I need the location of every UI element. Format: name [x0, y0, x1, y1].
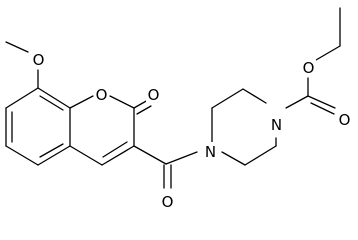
atom-piperazine-n-left: N — [203, 142, 218, 161]
bond-carbamate-c-o-double-a — [307, 95, 336, 109]
svg-text:O: O — [148, 86, 160, 104]
bond-c7-c8 — [5, 87, 39, 109]
bond-n1-carbamate-c — [285, 95, 309, 109]
bond-o-ethyl-ch2 — [315, 45, 341, 61]
atom-lactone-carbonyl-o: O — [146, 85, 161, 104]
bond-c8-c8a-inner — [39, 95, 64, 111]
bond-o1-c2 — [109, 95, 135, 109]
svg-text:O: O — [33, 51, 45, 69]
bond-amide-c-n — [165, 151, 198, 165]
svg-text:O: O — [303, 59, 315, 77]
atom-amide-o: O — [160, 192, 175, 211]
bond-c4a-c5 — [37, 145, 71, 166]
bond-c3p-c2p — [211, 88, 244, 109]
svg-text:O: O — [162, 193, 174, 211]
svg-text:N: N — [271, 116, 282, 134]
bond-carbamate-c-o-double-b — [310, 102, 335, 115]
chemical-structure-diagram: O O O O N N O O — [5, 7, 352, 211]
atom-piperazine-n-right: N — [269, 115, 284, 134]
atom-ester-o-single: O — [301, 58, 316, 77]
bond-c4-c4a — [69, 145, 103, 166]
bond-c2p-n1 — [242, 88, 267, 104]
bond-c4a-c5-inner — [39, 143, 64, 158]
atom-ring-o: O — [94, 85, 109, 104]
bond-c5p-n4 — [221, 151, 246, 166]
bond-c2-o-double-a — [133, 99, 149, 109]
bond-methyl-o — [5, 41, 29, 53]
bonds — [5, 7, 341, 189]
atom-methoxy-o: O — [31, 50, 46, 69]
svg-text:O: O — [339, 111, 351, 129]
bond-c2-o-double-b — [136, 105, 152, 115]
svg-text:N: N — [205, 143, 216, 161]
atom-labels: O O O O N N O O — [31, 50, 352, 211]
atom-ester-o-double: O — [337, 110, 352, 129]
bond-c3-amide-c — [133, 145, 167, 165]
bond-c8-c8a — [37, 87, 71, 109]
bond-c6p-c5p — [244, 145, 277, 166]
bond-c3-c4-inner — [102, 141, 128, 158]
bond-c5-c6 — [5, 145, 39, 166]
svg-text:O: O — [96, 86, 108, 104]
bond-c3-c4 — [101, 145, 135, 166]
structure-svg: O O O O N N O O — [5, 7, 352, 211]
bond-c8a-o1 — [69, 95, 94, 109]
